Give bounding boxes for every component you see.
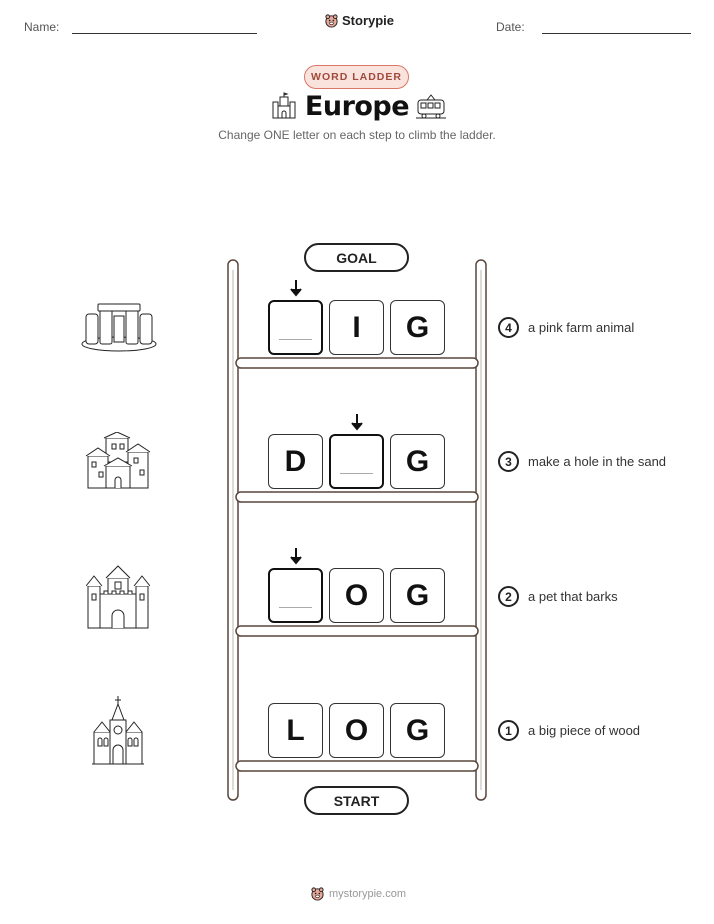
footer-url[interactable]: mystorypie.com — [329, 887, 407, 900]
letter-box: O — [329, 703, 384, 758]
ladder-step-3: D G — [0, 434, 714, 494]
step-number: 4 — [498, 317, 519, 338]
name-line[interactable] — [72, 33, 257, 34]
stonehenge-icon — [81, 303, 157, 352]
footer: mystorypie.com — [310, 886, 406, 901]
letter-box-blank[interactable] — [329, 434, 384, 489]
step-number: 3 — [498, 451, 519, 472]
start-label: START — [304, 786, 409, 815]
name-label: Name: — [24, 20, 60, 34]
castle-icon — [86, 565, 150, 629]
clue-text: make a hole in the sand — [528, 454, 667, 469]
date-line[interactable] — [542, 33, 691, 34]
tram-icon — [416, 94, 446, 119]
clue-text: a pink farm animal — [528, 320, 635, 335]
castle-icon — [272, 92, 296, 119]
letter-box-blank[interactable] — [268, 568, 323, 623]
clue-step-2: 2 a pet that barks — [498, 586, 618, 607]
arrow-down-icon — [290, 548, 302, 565]
letter-box: G — [390, 434, 445, 489]
clue-text: a pet that barks — [528, 589, 618, 604]
page-title: Europe — [304, 91, 410, 122]
clue-text: a big piece of wood — [528, 723, 641, 738]
ladder-step-4: I G — [0, 300, 714, 360]
letter-box: G — [390, 703, 445, 758]
clue-step-3: 3 make a hole in the sand — [498, 451, 666, 472]
clue-step-1: 1 a big piece of wood — [498, 720, 640, 741]
instructions: Change ONE letter on each step to climb … — [218, 128, 496, 142]
ladder-step-1: L O G — [0, 703, 714, 763]
mascot-icon — [325, 14, 338, 28]
letter-box: G — [390, 568, 445, 623]
goal-label: GOAL — [304, 243, 409, 272]
cathedral-icon — [92, 696, 144, 765]
date-label: Date: — [496, 20, 525, 34]
arrow-down-icon — [351, 414, 363, 431]
mascot-icon — [311, 887, 324, 901]
clue-step-4: 4 a pink farm animal — [498, 317, 634, 338]
letter-box: I — [329, 300, 384, 355]
letter-box-blank[interactable] — [268, 300, 323, 355]
letter-box: L — [268, 703, 323, 758]
village-icon — [85, 432, 151, 489]
brand-logo: Storypie — [324, 13, 394, 28]
letter-box: O — [329, 568, 384, 623]
ladder-step-2: O G — [0, 568, 714, 628]
letter-box: D — [268, 434, 323, 489]
step-number: 2 — [498, 586, 519, 607]
brand-name: Storypie — [342, 13, 395, 28]
letter-box: G — [390, 300, 445, 355]
worksheet-type-badge: WORD LADDER — [304, 65, 409, 89]
step-number: 1 — [498, 720, 519, 741]
arrow-down-icon — [290, 280, 302, 297]
